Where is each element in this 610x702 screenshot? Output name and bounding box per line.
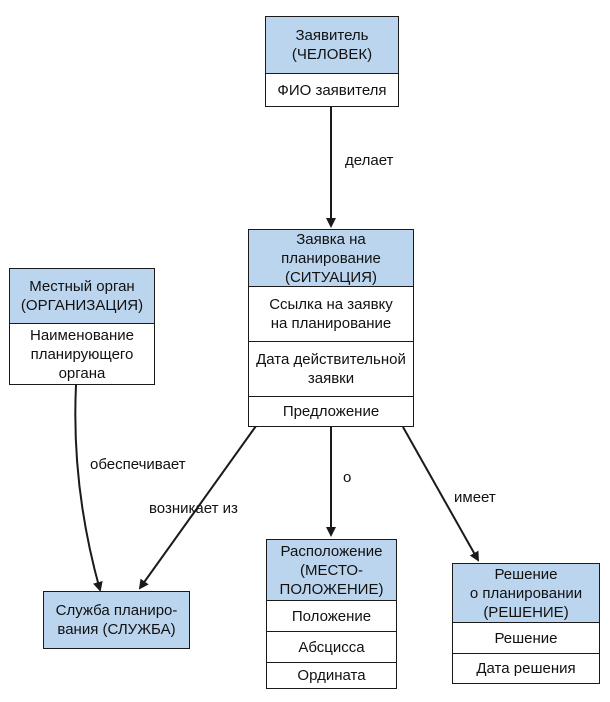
entity-location-header: Расположение (МЕСТО- ПОЛОЖЕНИЕ)	[267, 540, 396, 601]
entity-application-attr-reference: Ссылка на заявку на планирование	[249, 287, 413, 342]
entity-location-title-line1: Расположение	[280, 542, 383, 560]
edge-arises-from	[138, 425, 257, 590]
relationship-label-makes: делает	[345, 152, 394, 169]
entity-planning-service-header: Служба планиро- вания (СЛУЖБА)	[44, 592, 189, 648]
entity-decision-title-line3: (РЕШЕНИЕ)	[483, 603, 569, 621]
edge-provides	[74, 384, 103, 592]
entity-application-attr-proposal: Предложение	[282, 403, 380, 420]
entity-applicant-header: Заявитель (ЧЕЛОВЕК)	[266, 17, 398, 74]
entity-application: Заявка на планирование (СИТУАЦИЯ) Ссылка…	[248, 229, 414, 427]
entity-decision-header: Решение о планировании (РЕШЕНИЕ)	[453, 564, 599, 623]
entity-application-title-line2: планирование	[281, 249, 381, 267]
relationship-label-provides: обеспечивает	[90, 456, 186, 473]
entity-location-attr-position: Положение	[267, 601, 396, 632]
entity-application-header: Заявка на планирование (СИТУАЦИЯ)	[249, 230, 413, 287]
entity-planning-service: Служба планиро- вания (СЛУЖБА)	[43, 591, 190, 649]
entity-application-title-line1: Заявка на	[296, 230, 366, 248]
entity-applicant-attr-name: ФИО заявителя	[277, 81, 387, 99]
entity-local-authority-attr-name: Наименование планирующего органа	[30, 326, 134, 382]
entity-application-title-line3: (СИТУАЦИЯ)	[284, 268, 377, 286]
relationship-label-about: о	[343, 469, 352, 486]
entity-decision-title-line1: Решение	[494, 565, 558, 583]
entity-location-attr-abscissa: Абсцисса	[267, 632, 396, 663]
entity-application-attr-date: Дата действительной заявки	[249, 342, 413, 397]
entity-location-title-line2: (МЕСТО-	[300, 561, 363, 579]
entity-decision-attr-decision: Решение	[453, 623, 599, 654]
entity-local-authority: Местный орган (ОРГАНИЗАЦИЯ) Наименование…	[9, 268, 155, 385]
entity-applicant-title-line2: (ЧЕЛОВЕК)	[291, 46, 373, 63]
entity-location: Расположение (МЕСТО- ПОЛОЖЕНИЕ) Положени…	[266, 539, 397, 689]
entity-applicant: Заявитель (ЧЕЛОВЕК) ФИО заявителя	[265, 16, 399, 107]
entity-decision: Решение о планировании (РЕШЕНИЕ) Решение…	[452, 563, 600, 684]
entity-location-attr-ordinate: Ордината	[297, 667, 366, 684]
entity-location-title-line3: ПОЛОЖЕНИЕ)	[279, 580, 384, 598]
entity-local-authority-header: Местный орган (ОРГАНИЗАЦИЯ)	[10, 269, 154, 324]
entity-planning-service-title-line1: Служба планиро-	[55, 602, 178, 619]
relationship-label-arises-from: возникает из	[149, 500, 238, 517]
entity-decision-title-line2: о планировании	[469, 584, 583, 602]
entity-planning-service-title-line2: вания (СЛУЖБА)	[57, 621, 176, 638]
relationship-label-has: имеет	[454, 489, 496, 506]
edge-has	[402, 426, 479, 562]
entity-local-authority-title-line2: (ОРГАНИЗАЦИЯ)	[20, 297, 144, 314]
entity-local-authority-title-line1: Местный орган	[29, 278, 135, 295]
entity-decision-attr-date: Дата решения	[476, 660, 576, 677]
entity-applicant-title-line1: Заявитель	[295, 27, 369, 44]
